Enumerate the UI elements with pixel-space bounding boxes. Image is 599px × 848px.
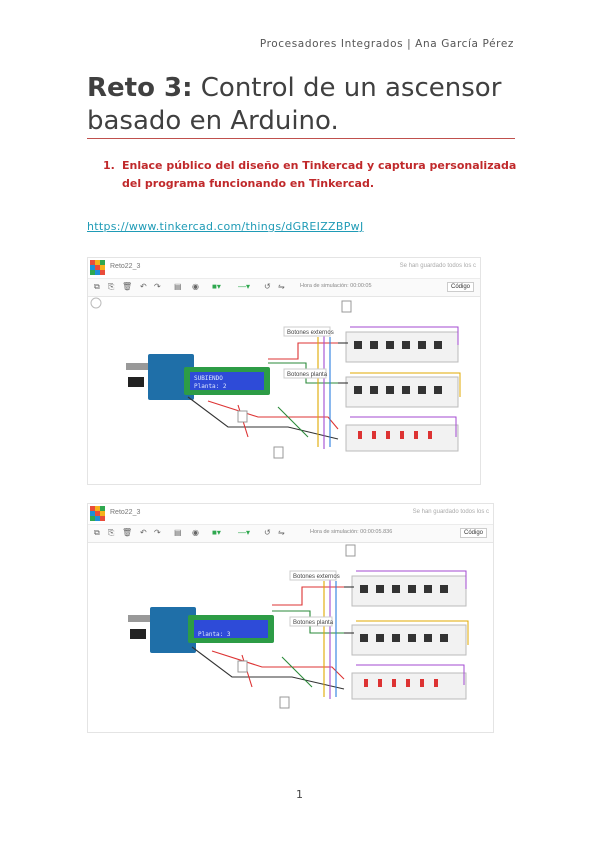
zoom-fit-icon	[90, 297, 102, 309]
push-buttons	[360, 585, 448, 642]
app-toolbar: ⧉ ⎘ 🗑 ↶ ↷ ▤ ◉ ■▾ —▾ ↺ ⇋ Hora de simulaci…	[88, 525, 493, 543]
push-buttons	[354, 341, 442, 394]
lcd-line-2: Planta: 2	[194, 383, 227, 390]
tinkercad-screenshot-2: Reto22_3 Se han guardado todos los c ⧉ ⎘…	[87, 503, 494, 733]
project-name[interactable]: Reto22_3	[110, 509, 141, 516]
redo-icon[interactable]: ↷	[154, 528, 161, 537]
circuit-diagram: SUBIENDO Planta: 2 Botones externos Boto…	[90, 297, 461, 459]
color-picker-icon[interactable]: ■▾	[212, 282, 221, 291]
circuit-diagram: Planta: 3 Botones externos Botones plant…	[128, 544, 469, 709]
lcd-screen	[194, 620, 268, 638]
title-rule	[87, 138, 515, 139]
list-text: Enlace público del diseño en Tinkercad y…	[122, 159, 517, 190]
color-picker-icon[interactable]: ■▾	[212, 528, 221, 537]
app-toolbar: ⧉ ⎘ 🗑 ↶ ↷ ▤ ◉ ■▾ —▾ ↺ ⇋ Hora de simulaci…	[88, 279, 480, 297]
label-floor-buttons: Botones planta	[293, 620, 334, 626]
page-title: Reto 3: Control de un ascensor basado en…	[87, 72, 517, 138]
rotate-icon[interactable]: ↺	[264, 282, 271, 291]
copy-icon[interactable]: ⧉	[94, 282, 100, 291]
tinkercad-logo	[90, 260, 105, 275]
delete-icon[interactable]: 🗑	[122, 282, 133, 291]
code-button[interactable]: Código	[459, 528, 487, 538]
lcd-line-2: Planta: 3	[198, 631, 231, 638]
breadboard-wires	[338, 326, 461, 437]
wire-type-icon[interactable]: —▾	[238, 282, 251, 291]
tinkercad-logo	[90, 506, 105, 521]
wire-type-icon[interactable]: —▾	[238, 528, 251, 537]
lcd-line-1: SUBIENDO	[194, 375, 223, 382]
undo-icon[interactable]: ↶	[140, 282, 147, 291]
simulation-time: Hora de simulación: 00:00:05	[300, 283, 372, 289]
flip-icon[interactable]: ⇋	[278, 282, 285, 291]
breadboard-wires	[344, 570, 469, 685]
note-icons	[237, 544, 356, 709]
rotate-icon[interactable]: ↺	[264, 528, 271, 537]
arduino-board	[150, 607, 196, 653]
redo-icon[interactable]: ↷	[154, 282, 161, 291]
delete-icon[interactable]: 🗑	[122, 528, 133, 537]
page-number: 1	[296, 788, 303, 801]
lcd-screen	[190, 372, 264, 390]
inspect-icon[interactable]: ◉	[192, 528, 199, 537]
app-topbar: Reto22_3 Se han guardado todos los c	[88, 504, 493, 525]
note-icons	[237, 300, 352, 459]
copy-icon[interactable]: ⧉	[94, 528, 100, 537]
power-jack	[130, 629, 146, 639]
save-status: Se han guardado todos los c	[399, 263, 476, 269]
circuit-canvas[interactable]: Planta: 3 Botones externos Botones plant…	[88, 543, 493, 732]
label-floor-buttons: Botones planta	[287, 372, 328, 378]
tinkercad-screenshot-1: Reto22_3 Se han guardado todos los c ⧉ ⎘…	[87, 257, 481, 485]
inspect-icon[interactable]: ◉	[192, 282, 199, 291]
power-jack	[128, 377, 144, 387]
tinkercad-link[interactable]: https://www.tinkercad.com/things/dGREIZZ…	[87, 220, 364, 233]
project-name[interactable]: Reto22_3	[110, 263, 141, 270]
running-header: Procesadores Integrados | Ana García Pér…	[259, 38, 514, 50]
arduino-board	[148, 354, 194, 400]
circuit-canvas[interactable]: SUBIENDO Planta: 2 Botones externos Boto…	[88, 297, 480, 484]
label-external-buttons: Botones externos	[287, 330, 334, 336]
title-bold: Reto 3:	[87, 73, 193, 103]
undo-icon[interactable]: ↶	[140, 528, 147, 537]
note-icon[interactable]: ▤	[174, 528, 182, 537]
title-rest: Control de un ascensor basado en Arduino…	[87, 73, 502, 136]
code-button[interactable]: Código	[446, 282, 474, 292]
label-external-buttons: Botones externos	[293, 574, 340, 580]
app-topbar: Reto22_3 Se han guardado todos los c	[88, 258, 480, 279]
leds	[364, 679, 438, 687]
leds	[358, 431, 432, 439]
wires	[191, 577, 345, 699]
flip-icon[interactable]: ⇋	[278, 528, 285, 537]
list-item: 1. Enlace público del diseño en Tinkerca…	[103, 157, 523, 193]
paste-icon[interactable]: ⎘	[108, 282, 115, 291]
note-icon[interactable]: ▤	[174, 282, 182, 291]
simulation-time: Hora de simulación: 00:00:05.836	[310, 529, 393, 535]
usb-connector	[128, 615, 150, 622]
list-number: 1.	[103, 159, 115, 172]
paste-icon[interactable]: ⎘	[108, 528, 115, 537]
usb-connector	[126, 363, 148, 370]
save-status: Se han guardado todos los c	[412, 509, 489, 515]
